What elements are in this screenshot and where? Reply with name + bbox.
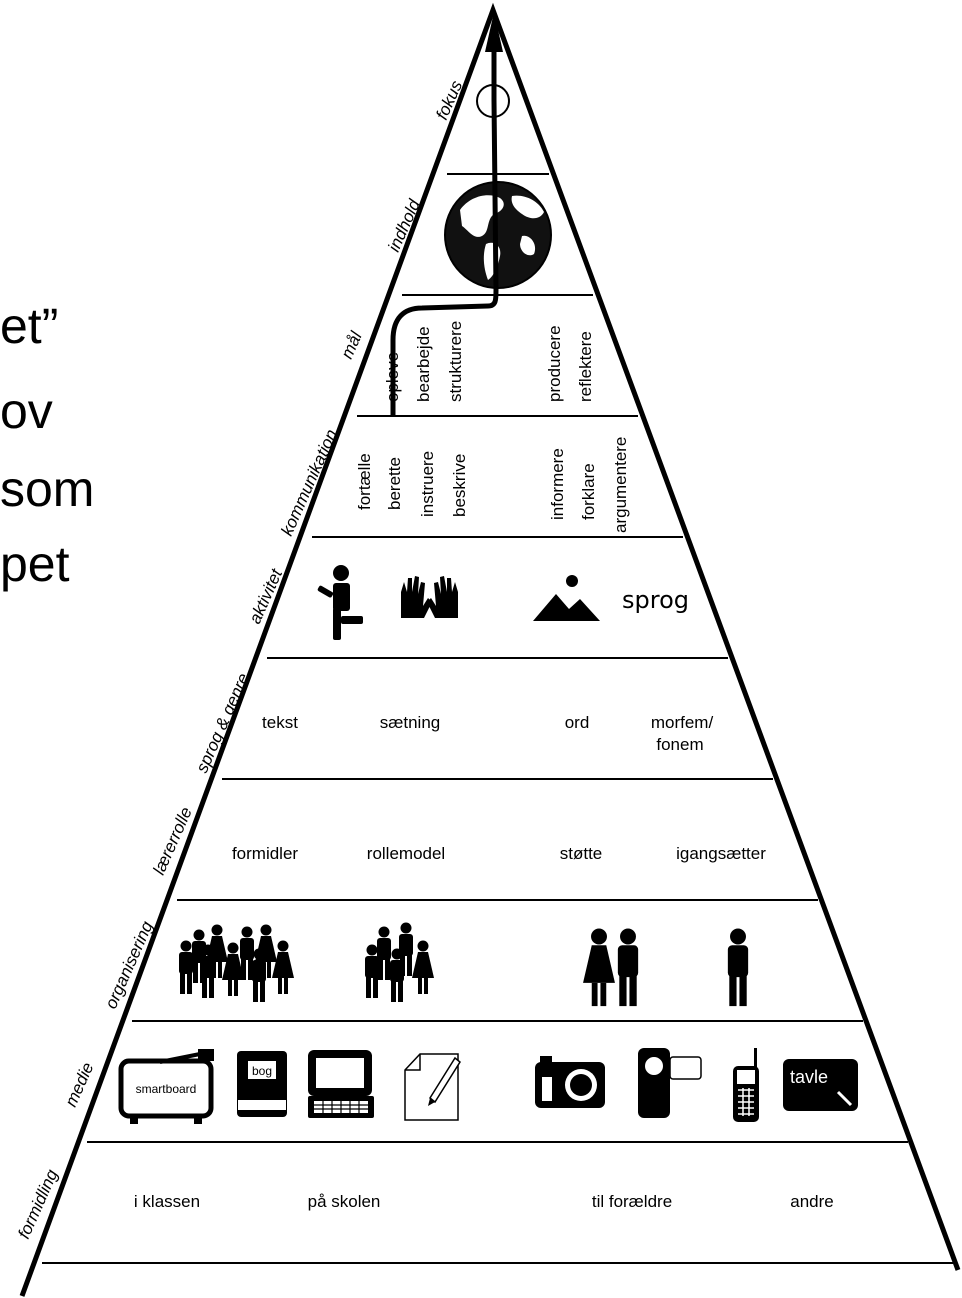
smartboard-icon: smartboard (118, 1049, 214, 1124)
blackboard-label: tavle (790, 1067, 828, 1087)
left-text-fragments: et” ov som pet (0, 298, 94, 592)
sprog-item: tekst (262, 713, 298, 732)
formidling-item: andre (790, 1192, 833, 1211)
fragment-4: pet (0, 536, 70, 592)
side-label-maal: mål (337, 328, 366, 362)
fragment-3: som (0, 461, 94, 517)
sprog-item-morfem: morfem/ (651, 713, 714, 732)
kommunikation-item: forklare (579, 463, 598, 520)
side-label-indhold: indhold (384, 196, 424, 254)
side-label-sprog-genre: sprog & genre (192, 670, 253, 775)
laererrolle-item: igangsætter (676, 844, 766, 863)
sprog-item-fonem: fonem (656, 735, 703, 754)
smartboard-label: smartboard (136, 1082, 197, 1096)
sprog-item: sætning (380, 713, 440, 732)
kommunikation-item: beskrive (450, 454, 469, 517)
single-person-icon (727, 928, 749, 1007)
globe-icon (444, 181, 552, 289)
laererrolle-item: støtte (560, 844, 603, 863)
maal-items: opleve bearbejde strukturere producere r… (383, 321, 595, 402)
kommunikation-item: fortælle (355, 453, 374, 510)
hands-icon (401, 576, 458, 618)
maal-item: reflektere (576, 331, 595, 402)
mobile-phone-icon (733, 1048, 759, 1122)
arrow-tip (485, 12, 503, 52)
maal-item: strukturere (446, 321, 465, 402)
formidling-item: til forældre (592, 1192, 672, 1211)
kommunikation-items: fortælle berette instruere beskrive info… (355, 437, 630, 533)
side-label-kommunikation: kommunikation (277, 426, 341, 538)
maal-item: producere (545, 325, 564, 402)
maal-item: opleve (383, 352, 402, 402)
kommunikation-item: argumentere (611, 437, 630, 533)
fragment-2: ov (0, 383, 53, 439)
sprog-item: ord (565, 713, 590, 732)
kommunikation-item: informere (548, 448, 567, 520)
paper-pencil-icon (404, 1053, 461, 1121)
group-small-icon (365, 922, 434, 1002)
picture-icon (533, 575, 600, 621)
kommunikation-item: instruere (418, 451, 437, 517)
formidling-item: i klassen (134, 1192, 200, 1211)
sprog-genre-items: tekst sætning ord morfem/ fonem (262, 713, 713, 754)
pyramid-outline (19, 2, 961, 1297)
group-large-icon (179, 924, 294, 1002)
laererrolle-items: formidler rollemodel støtte igangsætter (232, 844, 766, 863)
formidling-items: i klassen på skolen til forældre andre (134, 1192, 834, 1211)
formidling-item: på skolen (308, 1192, 381, 1211)
laererrolle-item: formidler (232, 844, 298, 863)
aktivitet-sprog: sprog (622, 586, 689, 614)
camera-icon (535, 1056, 605, 1108)
book-icon: bog (237, 1051, 287, 1117)
blackboard-icon: tavle (783, 1059, 858, 1111)
kommunikation-item: berette (385, 457, 404, 510)
pair-icon (583, 928, 639, 1007)
computer-icon (308, 1050, 374, 1118)
video-camera-icon (638, 1048, 702, 1118)
pyramid-edges (19, 2, 961, 1297)
book-label: bog (252, 1064, 272, 1078)
person-moving-icon (317, 565, 363, 640)
journey-path (390, 45, 499, 415)
maal-item: bearbejde (414, 326, 433, 402)
laererrolle-item: rollemodel (367, 844, 445, 863)
fragment-1: et” (0, 298, 58, 354)
